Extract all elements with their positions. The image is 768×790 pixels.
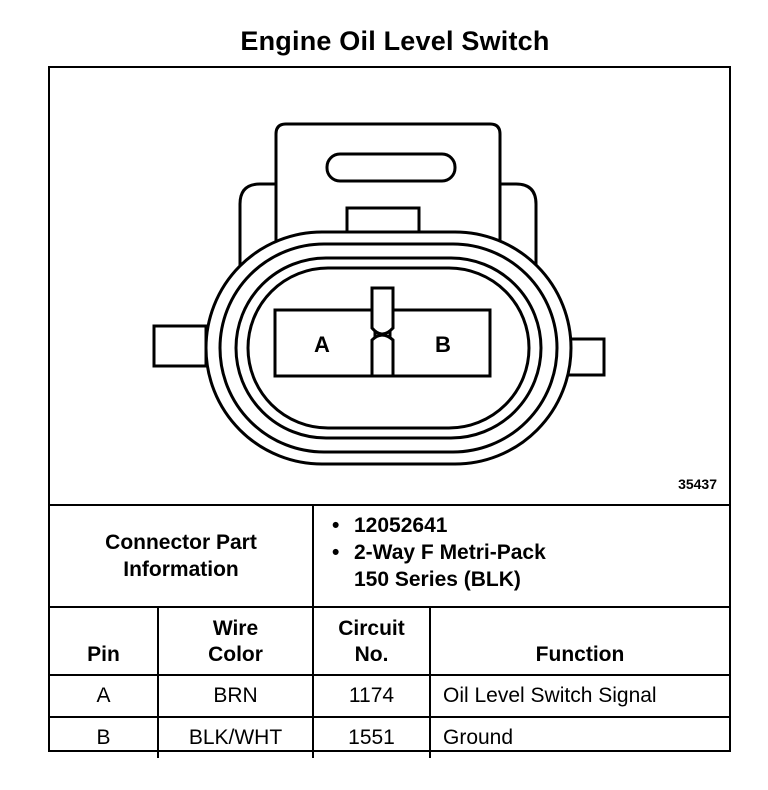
left-tab bbox=[152, 324, 208, 368]
table-row: B BLK/WHT 1551 Ground bbox=[50, 716, 729, 758]
cell-circuit: 1174 bbox=[312, 674, 431, 718]
table-row: A BRN 1174 Oil Level Switch Signal bbox=[50, 674, 729, 718]
cell-wire-color: BRN bbox=[157, 674, 314, 718]
cell-wire-color: BLK/WHT bbox=[157, 716, 314, 758]
connector-illustration: A B bbox=[152, 122, 606, 466]
connector-part-label-line2: Information bbox=[123, 558, 239, 581]
cell-function: Ground bbox=[429, 716, 729, 758]
header-circuit-line1: Circuit bbox=[338, 617, 405, 640]
latch-slot bbox=[325, 152, 457, 183]
connector-part-label-line1: Connector Part bbox=[105, 531, 257, 554]
connector-part-row: Connector Part Information 12052641 2-Wa… bbox=[50, 504, 729, 608]
header-circuit-line2: No. bbox=[354, 643, 389, 666]
key-lower bbox=[370, 333, 395, 378]
header-row: Pin Wire Color Circuit No. Function bbox=[50, 606, 729, 676]
cell-pin: A bbox=[50, 674, 159, 718]
diagram-frame: A B 35437 Connector Part Information 120… bbox=[48, 66, 731, 758]
header-function-text: Function bbox=[535, 643, 625, 666]
figure-number: 35437 bbox=[678, 476, 717, 492]
cell-function: Oil Level Switch Signal bbox=[429, 674, 729, 718]
connector-description-line1: 2-Way F Metri-Pack bbox=[332, 539, 729, 566]
header-wire-color: Wire Color bbox=[157, 606, 314, 676]
header-wire-color-line1: Wire bbox=[212, 617, 259, 640]
header-function: Function bbox=[429, 606, 729, 676]
connector-description-line2: 150 Series (BLK) bbox=[354, 568, 521, 591]
connector-part-details: 12052641 2-Way F Metri-Pack 150 Series (… bbox=[312, 504, 729, 608]
cavity-label-a: A bbox=[314, 332, 330, 357]
header-circuit: Circuit No. bbox=[312, 606, 431, 676]
connector-info-table: Connector Part Information 12052641 2-Wa… bbox=[50, 504, 729, 758]
polarization-key bbox=[370, 286, 395, 336]
header-pin-text: Pin bbox=[87, 643, 120, 666]
page-title: Engine Oil Level Switch bbox=[240, 26, 550, 56]
cavity-b bbox=[388, 308, 492, 378]
cavity-label-b: B bbox=[435, 332, 451, 357]
part-number: 12052641 bbox=[332, 512, 729, 539]
cell-pin: B bbox=[50, 716, 159, 758]
header-wire-color-line2: Color bbox=[208, 643, 263, 666]
connector-drawing: A B bbox=[50, 68, 729, 504]
header-pin: Pin bbox=[50, 606, 159, 676]
cavity-a bbox=[273, 308, 377, 378]
connector-part-label: Connector Part Information bbox=[50, 504, 314, 608]
cell-circuit: 1551 bbox=[312, 716, 431, 758]
